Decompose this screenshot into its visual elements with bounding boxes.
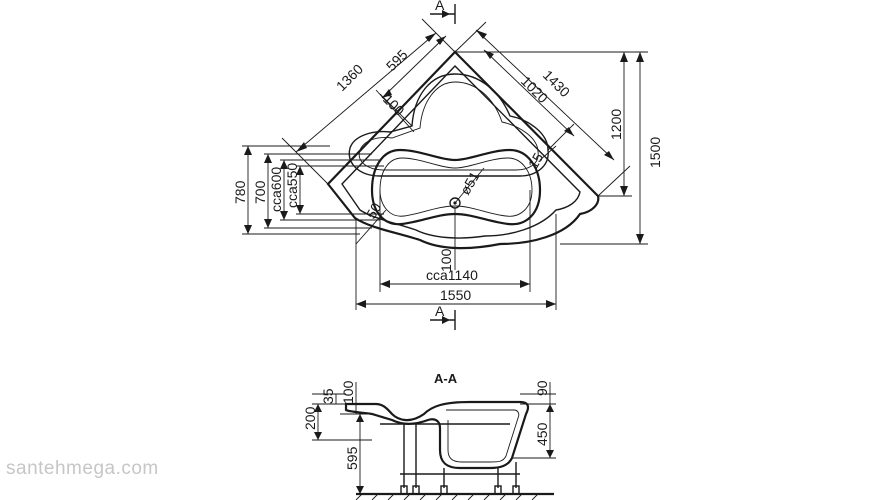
tub-section-inner bbox=[446, 409, 520, 463]
support-frame bbox=[380, 423, 520, 495]
dim-90: 90 bbox=[534, 380, 550, 396]
dim-100-top: 100 bbox=[380, 91, 408, 119]
dim-15: 15 bbox=[525, 150, 547, 172]
seat-shelf-inner bbox=[358, 81, 539, 171]
dim-1200: 1200 bbox=[608, 109, 624, 140]
watermark-text: santehmega.com bbox=[6, 458, 159, 479]
dim-cca1140: cca1140 bbox=[426, 267, 478, 283]
dim-line-1360 bbox=[295, 32, 437, 153]
section-title: A-A bbox=[434, 371, 458, 386]
tub-outer-outline bbox=[326, 50, 600, 250]
dim-1360: 1360 bbox=[333, 61, 366, 94]
dim-35: 35 bbox=[320, 388, 336, 404]
dim-700: 700 bbox=[252, 180, 268, 204]
dim-line-15 bbox=[539, 145, 557, 161]
dim-cca550: cca550 bbox=[284, 163, 300, 208]
bath-basin-inner bbox=[379, 157, 533, 217]
dim-595: 595 bbox=[383, 46, 411, 74]
dim-450: 450 bbox=[534, 422, 550, 446]
section-marker-top: A bbox=[435, 0, 445, 13]
tub-section-profile bbox=[344, 400, 530, 470]
dim-d51: ø51 bbox=[457, 168, 483, 197]
dim-50: 50 bbox=[363, 200, 385, 222]
section-marker-bottom: A bbox=[435, 303, 445, 319]
dim-1550: 1550 bbox=[440, 287, 471, 303]
dim-1500: 1500 bbox=[647, 137, 663, 168]
dim-line-51 bbox=[454, 167, 485, 204]
dim-100-section: 100 bbox=[340, 380, 356, 404]
dim-line-595 bbox=[381, 35, 447, 99]
plan-view: A A 1360 595 100 1430 bbox=[232, 0, 663, 330]
dim-100-bottom: 100 bbox=[438, 248, 454, 272]
dim-780: 780 bbox=[232, 180, 248, 204]
dim-595-section: 595 bbox=[344, 446, 360, 470]
dim-line-50 bbox=[355, 209, 387, 245]
bath-basin bbox=[370, 148, 542, 226]
section-view: A-A bbox=[302, 371, 556, 500]
dim-cca600: cca600 bbox=[268, 167, 284, 212]
dim-200: 200 bbox=[302, 406, 318, 430]
dim-line-100-top bbox=[375, 89, 415, 133]
dim-line-1020 bbox=[483, 49, 575, 137]
